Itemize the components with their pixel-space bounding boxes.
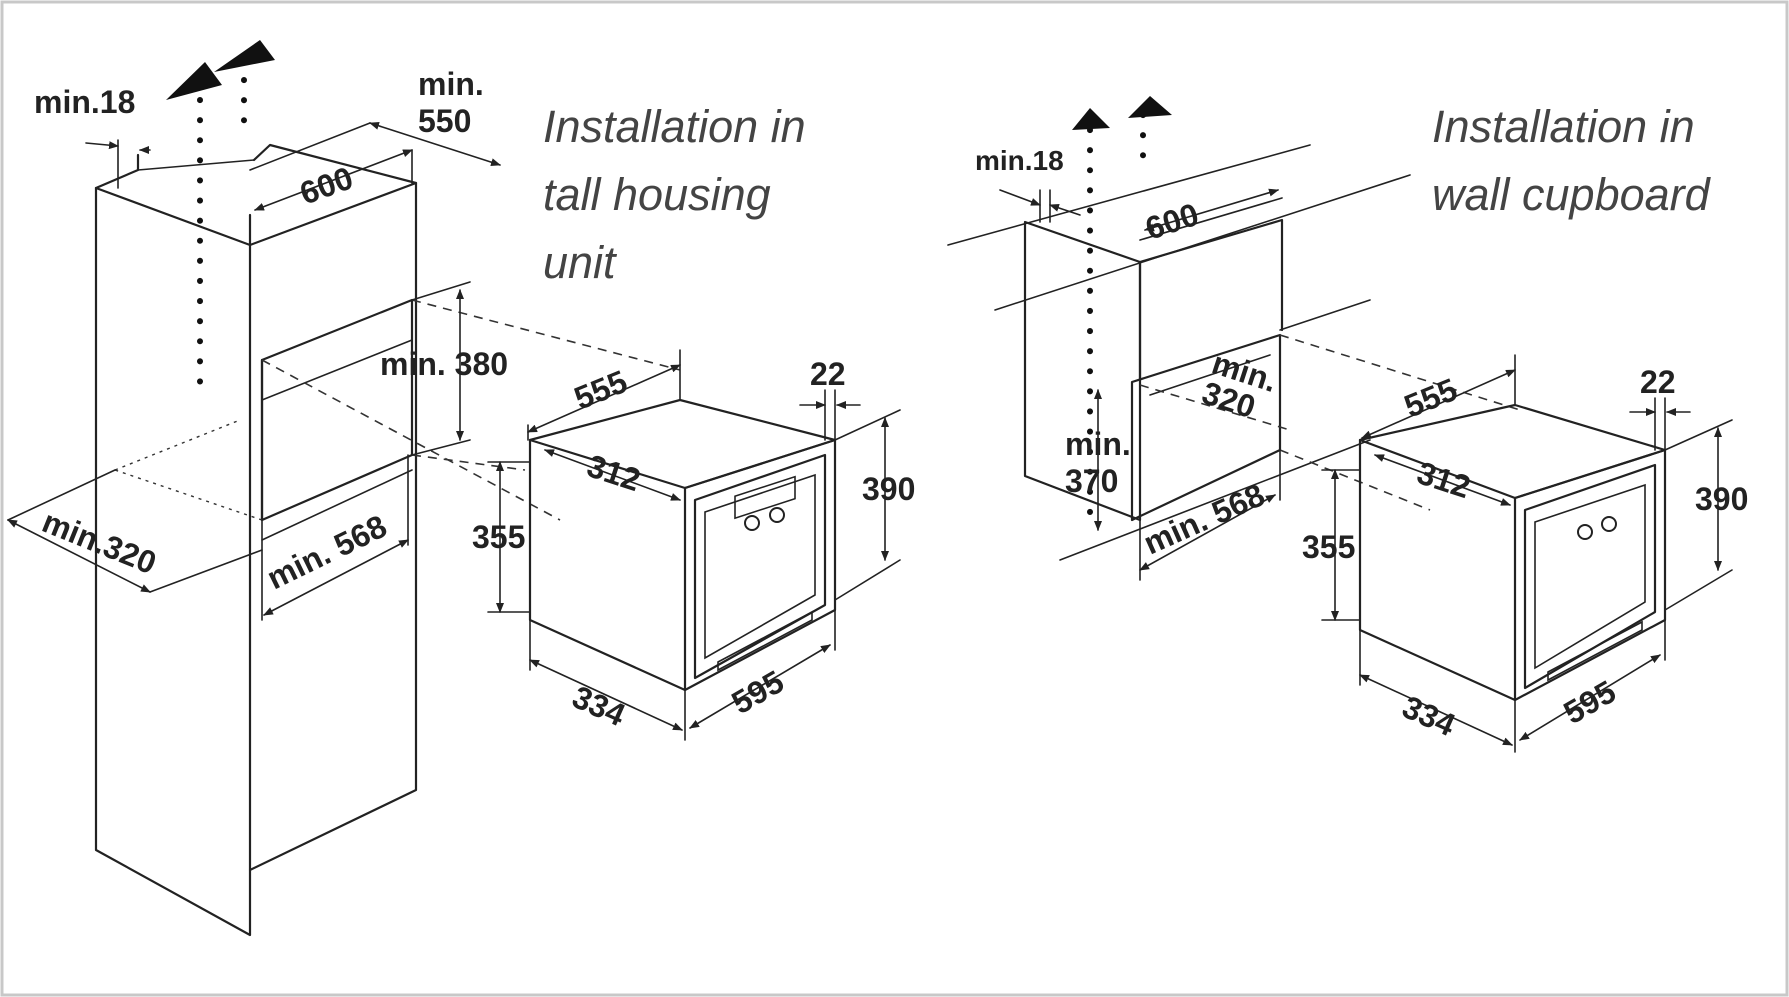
vent-arrow-icon	[214, 40, 275, 72]
dim-595-right: 595	[1558, 673, 1622, 731]
tall-housing-unit-drawing	[7, 40, 681, 937]
dim-355-left: 355	[472, 519, 525, 555]
dim-600-left: 600	[295, 159, 357, 211]
title-tall-housing-line3: unit	[543, 237, 618, 288]
dim-600-right: 600	[1141, 196, 1203, 247]
dim-min-568-right: min. 568	[1138, 476, 1270, 561]
title-tall-housing-line1: Installation in	[543, 101, 806, 152]
vent-arrow-icon	[1128, 96, 1172, 118]
dim-312-left: 312	[583, 447, 645, 498]
appliance-left-drawing	[528, 398, 837, 692]
dim-min-550-line2: 550	[418, 103, 471, 139]
vent-arrow-icon	[166, 62, 222, 100]
title-wall-cupboard-line1: Installation in	[1432, 101, 1695, 152]
dim-334-left: 334	[567, 679, 631, 734]
dim-22-left: 22	[810, 356, 846, 392]
appliance-right-drawing	[1358, 403, 1667, 702]
dim-min-320-left: min.320	[37, 503, 161, 581]
control-knob-icon	[1601, 516, 1617, 532]
vent-arrow-icon	[1072, 108, 1110, 130]
dim-22-right: 22	[1640, 364, 1676, 400]
dim-min-18-right: min.18	[975, 145, 1064, 176]
control-knob-icon	[744, 515, 760, 531]
dim-min-370-line1: min.	[1065, 426, 1131, 462]
dim-312-right: 312	[1413, 454, 1475, 505]
title-tall-housing-line2: tall housing	[543, 169, 771, 220]
dim-min-550-line1: min.	[418, 66, 484, 102]
dim-min-18-left: min.18	[34, 84, 135, 120]
control-knob-icon	[769, 507, 785, 523]
dim-min-380: min. 380	[380, 346, 508, 382]
control-knob-icon	[1577, 524, 1593, 540]
dim-555-left: 555	[569, 363, 632, 416]
dim-355-right: 355	[1302, 529, 1355, 565]
dim-390-right: 390	[1695, 481, 1748, 517]
title-wall-cupboard-line2: wall cupboard	[1432, 169, 1712, 220]
dim-595-left: 595	[726, 663, 790, 721]
dim-min-370-line2: 370	[1065, 463, 1118, 499]
dim-555-right: 555	[1399, 371, 1462, 424]
dim-390-left: 390	[862, 471, 915, 507]
